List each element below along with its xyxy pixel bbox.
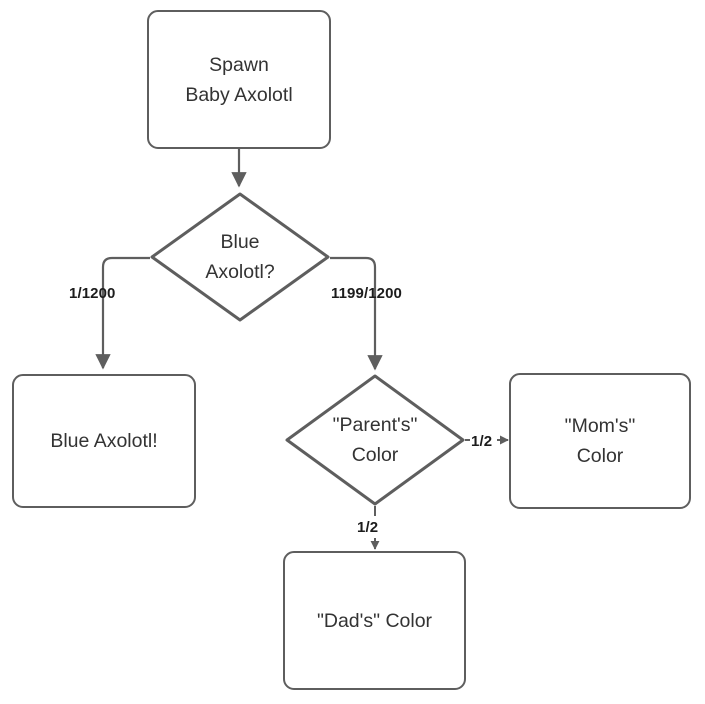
- node-dads-color[interactable]: "Dad's" Color: [283, 551, 466, 690]
- node-blue-axolotl-question[interactable]: Blue Axolotl?: [150, 192, 330, 322]
- edge-label-dads-probability: 1/2: [357, 519, 379, 536]
- edge-blue-question-to-parents-question: [330, 256, 383, 371]
- diamond-shape: [150, 192, 330, 322]
- node-moms-color-label: "Mom's" Color: [564, 415, 636, 467]
- node-spawn-label: Spawn Baby Axolotl: [185, 53, 293, 106]
- edge-label-blue-probability: 1/1200: [69, 285, 116, 302]
- node-spawn-baby-axolotl[interactable]: Spawn Baby Axolotl: [147, 10, 331, 149]
- diamond-shape: [285, 374, 465, 506]
- edge-label-moms-probability: 1/2: [471, 433, 493, 450]
- node-moms-color[interactable]: "Mom's" Color: [509, 373, 691, 509]
- node-parents-color-question[interactable]: "Parent's" Color: [285, 374, 465, 506]
- node-blue-axolotl-result[interactable]: Blue Axolotl!: [12, 374, 196, 508]
- edge-label-not-blue-probability: 1199/1200: [331, 285, 402, 302]
- node-dads-color-label: "Dad's" Color: [316, 609, 433, 632]
- node-blue-axolotl-result-label: Blue Axolotl!: [50, 430, 158, 452]
- edge-blue-question-to-blue-result: [95, 256, 150, 370]
